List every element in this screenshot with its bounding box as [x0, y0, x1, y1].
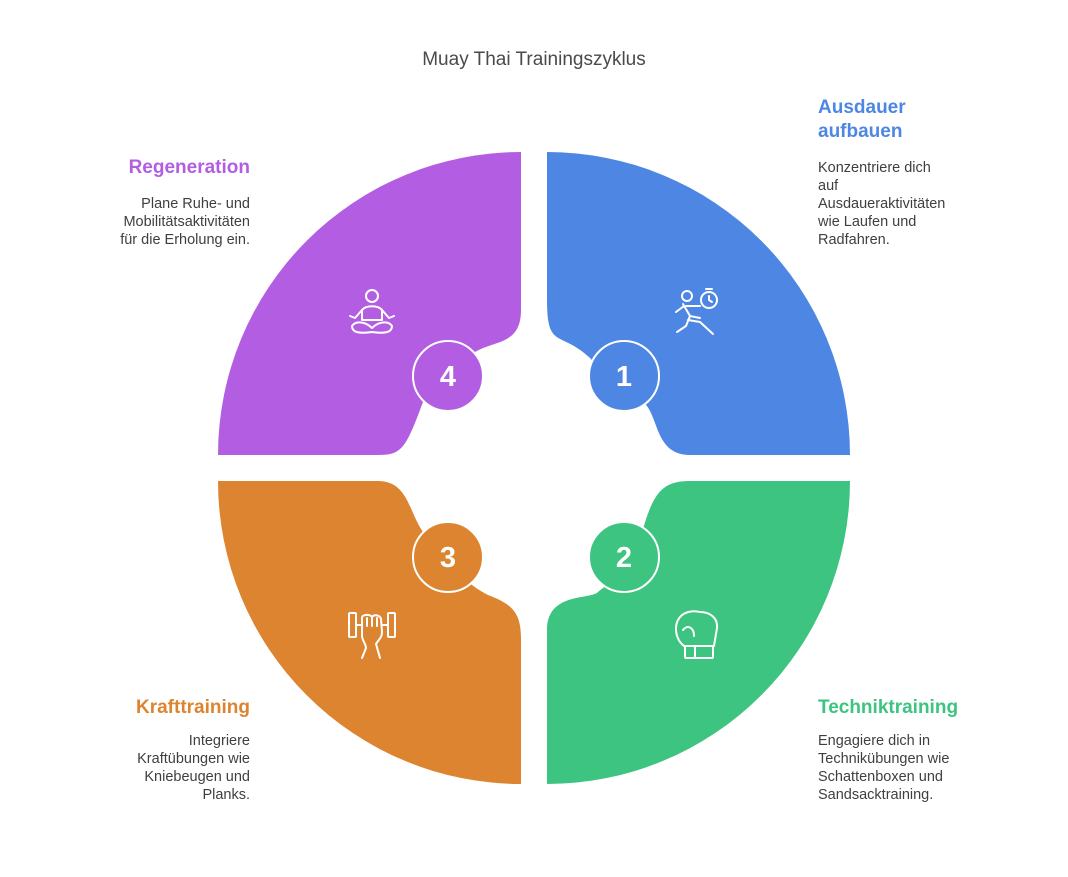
- step-3-description-line: Integriere: [188, 733, 250, 749]
- quadrant-technique: [547, 481, 850, 784]
- step-2-description-line: Sandsacktraining.: [818, 787, 934, 803]
- step-number-4: 4: [440, 361, 456, 393]
- step-4-heading: Regeneration: [128, 157, 250, 178]
- step-1-heading-line: aufbauen: [818, 121, 903, 142]
- step-3-description: Integriere Kraftübungen wie Kniebeugen u…: [137, 732, 250, 804]
- step-1-heading: Ausdauer aufbauen: [818, 96, 906, 144]
- step-number-3: 3: [440, 542, 456, 574]
- step-3-description-line: Kraftübungen wie: [137, 751, 250, 767]
- step-marker-3: 3: [412, 521, 484, 593]
- step-3-description-line: Kniebeugen und: [144, 769, 250, 785]
- step-1-heading-line: Ausdauer: [818, 97, 906, 118]
- step-number-2: 2: [616, 542, 632, 574]
- step-3-description-line: Planks.: [202, 787, 250, 803]
- step-3-heading: Krafttraining: [136, 697, 250, 718]
- step-number-1: 1: [616, 361, 632, 393]
- step-2-description-line: Engagiere dich in: [818, 733, 931, 749]
- step-4-description-line: Plane Ruhe- und: [141, 196, 250, 212]
- running-stopwatch-icon: [675, 288, 718, 335]
- quadrant-endurance: [547, 152, 850, 455]
- step-1-description-line: Ausdaueraktivitäten: [818, 196, 946, 212]
- step-2-description-line: Technikübungen wie: [818, 751, 950, 767]
- step-2-description-line: Schattenboxen und: [818, 769, 943, 785]
- step-4-description-line: für die Erholung ein.: [120, 232, 250, 248]
- step-marker-1: 1: [588, 340, 660, 412]
- boxing-glove-icon: [675, 610, 719, 659]
- step-4-description: Plane Ruhe- und Mobilitätsaktivitäten fü…: [120, 195, 250, 249]
- step-1-description-line: wie Laufen und: [818, 214, 917, 230]
- dumbbell-grip-icon: [348, 612, 396, 659]
- diagram-title: Muay Thai Trainingszyklus: [422, 49, 646, 70]
- step-2-heading: Techniktraining: [818, 697, 959, 718]
- meditation-icon: [349, 289, 395, 334]
- step-1-description-line: Radfahren.: [818, 232, 890, 248]
- step-1-description: Konzentriere dich auf Ausdaueraktivitäte…: [818, 159, 945, 249]
- step-2-description: Engagiere dich in Technikübungen wie Sch…: [818, 732, 949, 804]
- quadrant-regeneration: [218, 152, 521, 455]
- step-1-description-line: auf: [818, 178, 839, 194]
- step-1-description-line: Konzentriere dich: [818, 160, 931, 176]
- step-marker-2: 2: [588, 521, 660, 593]
- quadrant-strength: [218, 481, 521, 784]
- step-4-description-line: Mobilitätsaktivitäten: [123, 214, 250, 230]
- step-marker-4: 4: [412, 340, 484, 412]
